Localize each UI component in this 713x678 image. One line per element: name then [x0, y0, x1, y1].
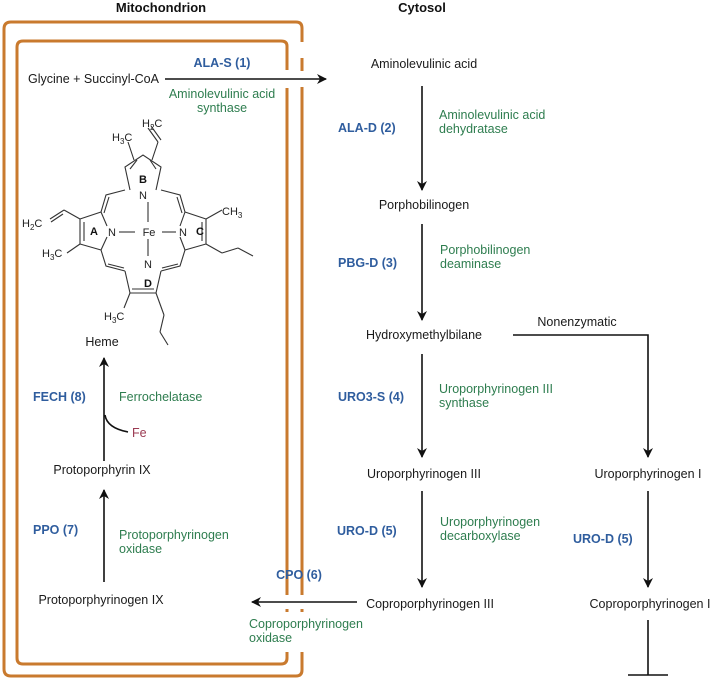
substituent-ch3-d: H3C [104, 311, 124, 325]
enzyme-abbrev-ppo: PPO (7) [33, 523, 78, 537]
iron-center: Fe [143, 227, 156, 239]
metabolite-coproporphyrinogen-iii: Coproporphyrinogen III [366, 597, 494, 611]
pyrrole-ring-c [184, 211, 207, 251]
enzyme-name-ppo-line1: Protoporphyrinogen [119, 528, 229, 542]
metabolite-coproporphyrinogen-i: Coproporphyrinogen I [590, 597, 711, 611]
substituent-vinyl-b: H2C [142, 118, 162, 132]
header-cytosol: Cytosol [398, 0, 446, 15]
metabolite-hydroxymethylbilane: Hydroxymethylbilane [366, 328, 482, 342]
metabolite-fe: Fe [132, 426, 147, 440]
outer-membrane [2, 20, 304, 678]
header-mitochondrion: Mitochondrion [116, 0, 206, 15]
pyrrole-ring-b [124, 154, 162, 191]
enzyme-name-cpo-line1: Coproporphyrinogen [249, 617, 363, 631]
enzyme-abbrev-uro-d-side: URO-D (5) [573, 532, 633, 546]
metabolite-uroporphyrinogen-iii: Uroporphyrinogen III [367, 467, 481, 481]
metabolite-heme: Heme [85, 335, 118, 349]
substituent-ch3-b: H3C [112, 132, 132, 146]
substituent-ch3-c: CH3 [222, 206, 243, 220]
enzyme-name-ala-d-line2: dehydratase [439, 122, 508, 136]
metabolite-protoporphyrin-ix: Protoporphyrin IX [53, 463, 151, 477]
enzyme-abbrev-pbg-d: PBG-D (3) [338, 256, 397, 270]
substituent-vinyl-a: H2C [22, 218, 42, 232]
enzyme-name-ala-s-line1: Aminolevulinic acid [169, 87, 275, 101]
enzyme-name-uro-d-line1: Uroporphyrinogen [440, 515, 540, 529]
arrow-nonenzymatic [513, 334, 653, 458]
inner-membrane [15, 39, 289, 666]
enzyme-abbrev-uro-d: URO-D (5) [337, 524, 397, 538]
nitrogen-a: N [108, 227, 116, 239]
enzyme-name-cpo-line2: oxidase [249, 631, 292, 645]
nitrogen-b: N [139, 190, 147, 202]
enzyme-abbrev-fech: FECH (8) [33, 390, 86, 404]
pyrrole-ring-d [124, 270, 162, 294]
metabolite-protoporphyrinogen-ix: Protoporphyrinogen IX [38, 593, 164, 607]
heme-structure: H3C H2C B N H2C H3C A N Fe [22, 118, 254, 346]
label-nonenzymatic: Nonenzymatic [537, 315, 616, 329]
substituent-ch3-a: H3C [42, 248, 62, 262]
enzyme-name-uro-d-line2: decarboxylase [440, 529, 521, 543]
metabolite-glycine-succinyl-coa: Glycine + Succinyl-CoA [28, 72, 160, 86]
nitrogen-c: N [179, 227, 187, 239]
enzyme-name-uro3-s-line1: Uroporphyrinogen III [439, 382, 553, 396]
enzyme-name-pbg-d-line2: deaminase [440, 257, 501, 271]
enzyme-name-ppo-line2: oxidase [119, 542, 162, 556]
fe-input-curve [104, 414, 129, 433]
metabolite-uroporphyrinogen-i: Uroporphyrinogen I [594, 467, 701, 481]
ring-label-c: C [196, 226, 204, 238]
ring-label-a: A [90, 226, 98, 238]
metabolite-aminolevulinic-acid: Aminolevulinic acid [371, 57, 477, 71]
enzyme-abbrev-cpo: CPO (6) [276, 568, 322, 582]
enzyme-abbrev-ala-s: ALA-S (1) [194, 56, 251, 70]
ring-label-d: D [144, 278, 152, 290]
enzyme-abbrev-ala-d: ALA-D (2) [338, 121, 396, 135]
ring-label-b: B [139, 174, 147, 186]
enzyme-name-fech: Ferrochelatase [119, 390, 202, 404]
pyrrole-ring-a [79, 211, 102, 251]
enzyme-abbrev-uro3-s: URO3-S (4) [338, 390, 404, 404]
mitochondrial-membranes [2, 20, 305, 678]
enzyme-name-pbg-d-line1: Porphobilinogen [440, 243, 530, 257]
enzyme-name-ala-s-line2: synthase [197, 101, 247, 115]
nitrogen-d: N [144, 259, 152, 271]
enzyme-name-ala-d-line1: Aminolevulinic acid [439, 108, 545, 122]
enzyme-name-uro3-s-line2: synthase [439, 396, 489, 410]
metabolite-porphobilinogen: Porphobilinogen [379, 198, 469, 212]
